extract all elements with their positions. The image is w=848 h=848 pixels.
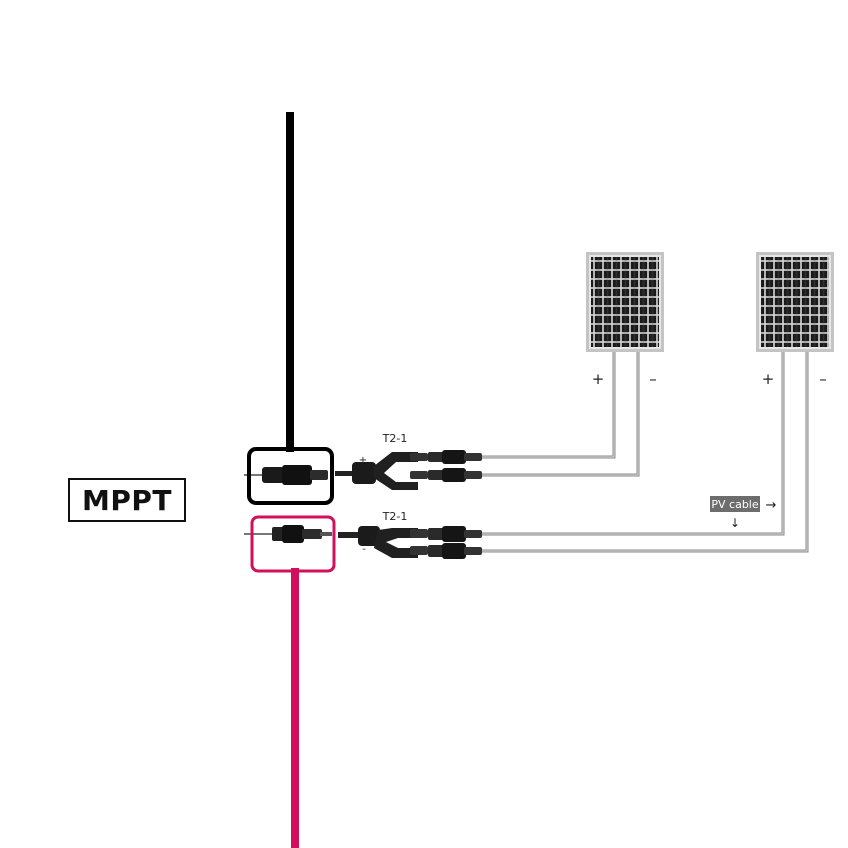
positive-lead-wire (286, 112, 294, 452)
mc4-connector-top-lower (428, 468, 482, 482)
mppt-connector-negative (272, 525, 332, 543)
mppt-connector-positive (262, 465, 328, 485)
t-branch-top-label: T2-1 (382, 432, 408, 445)
panel-2-plus-label: + (762, 370, 775, 388)
panel-1-plus-label: + (592, 370, 605, 388)
pv-cable-annotation: PV cable → ↓ (710, 496, 777, 530)
mppt-label: MPPT (81, 483, 172, 517)
pv-cable-arrow-down: ↓ (730, 516, 740, 530)
t-branch-connector-bottom (338, 526, 428, 558)
t-branch-bottom-sign: - (362, 544, 366, 555)
t-branch-bottom-label: T2-1 (382, 510, 408, 523)
positive-connector-highlight (247, 447, 334, 505)
mppt-input-wire-bottom (244, 533, 274, 535)
mppt-label-box: MPPT (68, 478, 186, 522)
negative-connector-highlight (250, 515, 336, 573)
mc4-connector-top-upper (428, 450, 482, 464)
t-branch-top-sign: + (359, 455, 367, 466)
pv-cable-label: PV cable (711, 498, 758, 511)
solar-panel-1 (586, 252, 664, 352)
mc4-connector-bottom-upper (428, 526, 482, 542)
t-branch-connector-top (335, 452, 428, 490)
panel-1-minus-label: – (649, 370, 657, 388)
pv-cable-arrow-right: → (766, 498, 777, 513)
panel-2-minus-label: – (819, 370, 827, 388)
mc4-connector-bottom-lower (428, 543, 482, 559)
panel-2-negative-cable (482, 352, 809, 553)
negative-lead-wire (291, 568, 299, 848)
solar-panel-2 (756, 252, 834, 352)
mppt-input-wire-top (244, 474, 272, 476)
panel-1-positive-cable (482, 352, 616, 459)
